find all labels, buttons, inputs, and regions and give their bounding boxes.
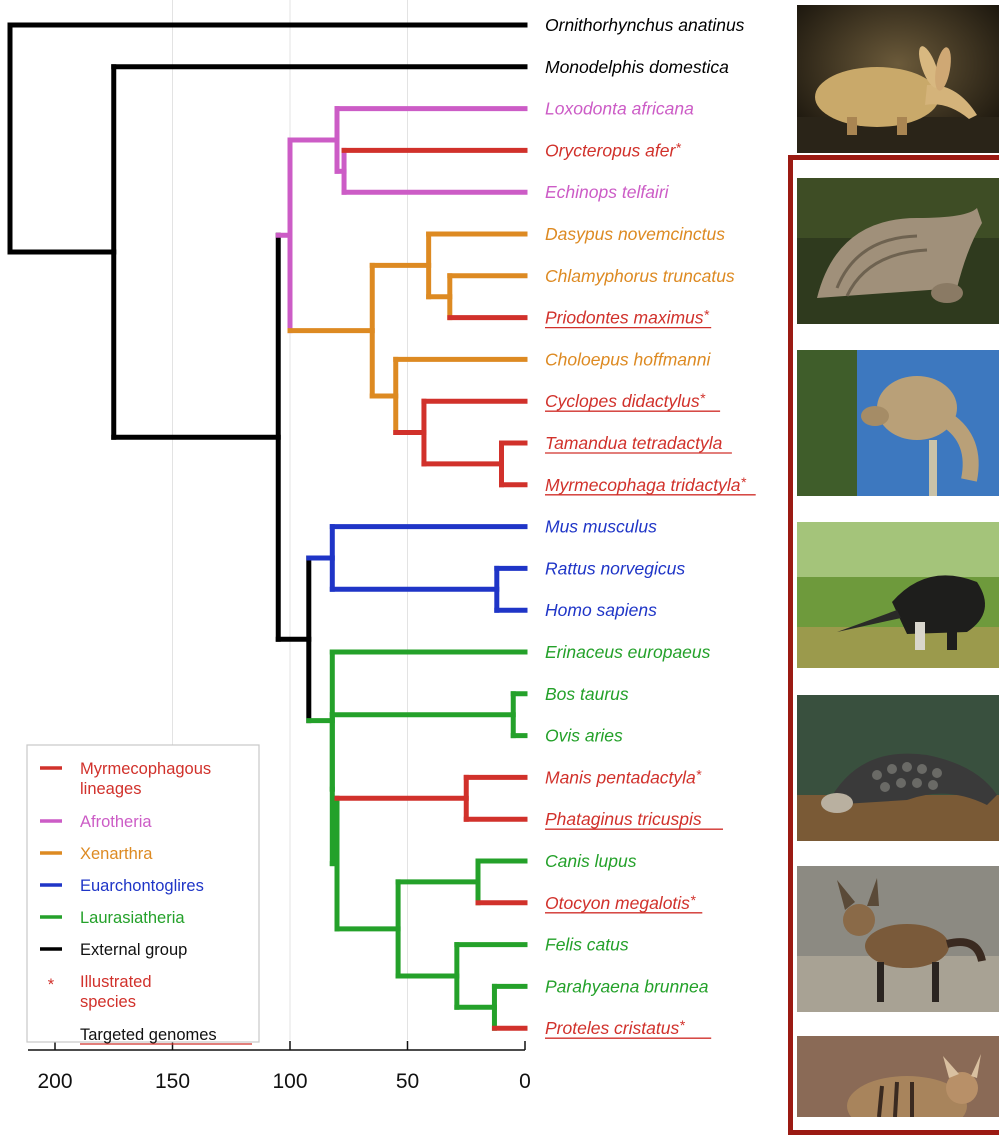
taxon-label: Tamandua tetradactyla xyxy=(545,433,723,453)
taxon-label: Myrmecophaga tridactyla* xyxy=(545,474,747,495)
taxon-label: Felis catus xyxy=(545,935,629,955)
bat-eared-fox-photo xyxy=(797,866,999,1012)
taxon-label: Ovis aries xyxy=(545,726,623,746)
taxon-name: Ovis aries xyxy=(545,726,623,746)
taxon-name: Ornithorhynchus anatinus xyxy=(545,15,745,35)
taxon-label: Orycteropus afer* xyxy=(545,139,681,160)
taxon-name: Phataginus tricuspis xyxy=(545,809,702,829)
legend-label: External group xyxy=(80,941,187,959)
taxon-name: Manis pentadactyla xyxy=(545,767,696,787)
silky-anteater-photo xyxy=(797,350,999,496)
taxon-name: Dasypus novemcinctus xyxy=(545,224,725,244)
legend-label: species xyxy=(80,993,136,1011)
taxon-name: Orycteropus afer xyxy=(545,140,676,160)
legend-label: Illustrated xyxy=(80,973,152,991)
taxon-name: Myrmecophaga tridactyla xyxy=(545,475,741,495)
pangolin-photo xyxy=(797,695,999,841)
legend-label: Myrmecophagous xyxy=(80,760,211,778)
taxon-name: Echinops telfairi xyxy=(545,182,670,202)
illustrated-species-star: * xyxy=(675,139,681,155)
taxon-label: Homo sapiens xyxy=(545,600,657,620)
legend-star: * xyxy=(48,976,55,994)
taxon-name: Erinaceus europaeus xyxy=(545,642,711,662)
axis-tick-label: 50 xyxy=(396,1070,419,1093)
taxon-name: Otocyon megalotis xyxy=(545,893,690,913)
taxon-name: Bos taurus xyxy=(545,684,629,704)
taxon-name: Chlamyphorus truncatus xyxy=(545,266,735,286)
taxon-name: Tamandua tetradactyla xyxy=(545,433,723,453)
taxon-name: Homo sapiens xyxy=(545,600,657,620)
taxon-name: Proteles cristatus xyxy=(545,1018,679,1038)
taxon-label: Proteles cristatus* xyxy=(545,1017,685,1038)
taxon-label: Canis lupus xyxy=(545,851,637,871)
taxon-name: Rattus norvegicus xyxy=(545,558,685,578)
axis-tick-label: 100 xyxy=(272,1070,307,1093)
taxon-name: Canis lupus xyxy=(545,851,637,871)
taxon-label: Parahyaena brunnea xyxy=(545,976,709,996)
legend-label: Afrotheria xyxy=(80,813,152,831)
taxon-label: Echinops telfairi xyxy=(545,182,670,202)
taxon-label: Chlamyphorus truncatus xyxy=(545,266,735,286)
taxon-name: Mus musculus xyxy=(545,517,657,537)
legend-label: Targeted genomes xyxy=(80,1026,217,1044)
taxon-label: Mus musculus xyxy=(545,517,657,537)
taxon-labels: Ornithorhynchus anatinusMonodelphis dome… xyxy=(545,15,756,1038)
taxon-label: Choloepus hoffmanni xyxy=(545,349,711,369)
armadillo-photo xyxy=(797,178,999,324)
taxon-label: Erinaceus europaeus xyxy=(545,642,711,662)
legend-label: Laurasiatheria xyxy=(80,909,185,927)
axis-tick-label: 0 xyxy=(519,1070,531,1093)
taxon-name: Felis catus xyxy=(545,935,629,955)
taxon-name: Priodontes maximus xyxy=(545,308,704,328)
taxon-name: Loxodonta africana xyxy=(545,99,694,119)
phylogenetic-tree: Ornithorhynchus anatinusMonodelphis dome… xyxy=(0,0,790,1117)
taxon-label: Priodontes maximus* xyxy=(545,307,710,328)
time-axis: 200 150 100 50 0 xyxy=(28,1041,531,1093)
taxon-label: Monodelphis domestica xyxy=(545,57,729,77)
illustrated-species-star: * xyxy=(679,1017,685,1033)
illustrated-species-star: * xyxy=(704,307,710,323)
aardwolf-photo xyxy=(797,1036,999,1117)
legend: Myrmecophagous lineagesAfrotheriaXenarthr… xyxy=(27,745,259,1044)
taxon-label: Manis pentadactyla* xyxy=(545,766,702,787)
taxon-label: Cyclopes didactylus* xyxy=(545,390,706,411)
axis-tick-label: 150 xyxy=(155,1070,190,1093)
legend-label: Euarchontoglires xyxy=(80,877,204,895)
taxon-label: Phataginus tricuspis xyxy=(545,809,702,829)
taxon-name: Parahyaena brunnea xyxy=(545,976,709,996)
aardvark-photo xyxy=(797,5,999,153)
taxon-name: Choloepus hoffmanni xyxy=(545,349,711,369)
taxon-label: Dasypus novemcinctus xyxy=(545,224,725,244)
taxon-label: Ornithorhynchus anatinus xyxy=(545,15,745,35)
taxon-name: Cyclopes didactylus xyxy=(545,391,700,411)
taxon-label: Rattus norvegicus xyxy=(545,558,685,578)
illustrated-species-star: * xyxy=(690,892,696,908)
taxon-label: Loxodonta africana xyxy=(545,99,694,119)
taxon-name: Monodelphis domestica xyxy=(545,57,729,77)
giant-anteater-photo xyxy=(797,522,999,668)
taxon-label: Bos taurus xyxy=(545,684,629,704)
illustrated-species-star: * xyxy=(700,390,706,406)
illustrated-species-star: * xyxy=(696,766,702,782)
axis-tick-label: 200 xyxy=(37,1070,72,1093)
legend-label: lineages xyxy=(80,780,141,798)
illustrated-species-star: * xyxy=(741,474,747,490)
taxon-label: Otocyon megalotis* xyxy=(545,892,696,913)
legend-label: Xenarthra xyxy=(80,845,153,863)
